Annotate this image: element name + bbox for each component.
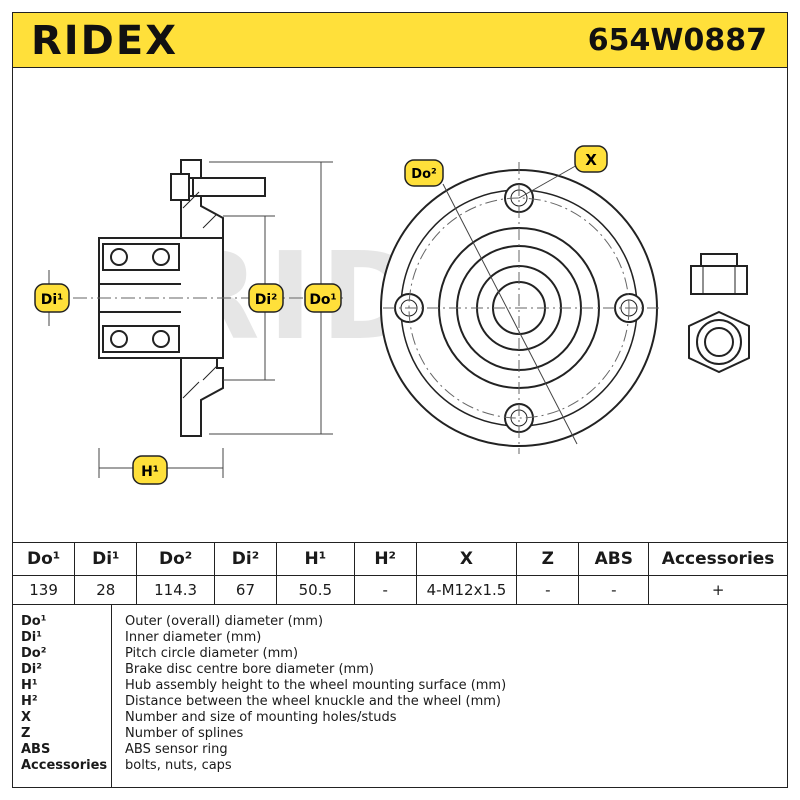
label-di2: Di² [248,283,284,313]
legend-text: bolts, nuts, caps [125,758,232,773]
spec-header-row: Do¹ Di¹ Do² Di² H¹ H² X Z ABS Accessorie… [11,542,788,576]
legend-key: Di¹ [21,630,42,645]
legend-key: X [21,710,32,725]
header-banner: RIDEX 654W0887 [12,12,788,68]
legend-key: Z [21,726,31,741]
legend-panel: Do¹ Outer (overall) diameter (mm) Di¹ In… [12,604,788,788]
label-x: X [574,145,608,173]
legend-key: H¹ [21,678,38,693]
legend-key: Do² [21,646,47,661]
technical-drawing: RIDEX [12,68,788,542]
col-header: Do² [136,542,215,576]
spec-table: Do¹ Di¹ Do² Di² H¹ H² X Z ABS Accessorie… [11,542,788,605]
legend-text: Outer (overall) diameter (mm) [125,614,324,629]
col-header: Accessories [648,542,788,576]
drawing-svg: RIDEX [34,145,750,485]
legend-key: Di² [21,662,42,677]
spec-value: 50.5 [276,575,355,605]
col-header: X [415,542,518,576]
label-do2: Do² [404,159,444,187]
svg-text:Do²: Do² [411,167,436,182]
legend-row: Do² Pitch circle diameter (mm) [13,646,787,662]
brand-logo: RIDEX [31,18,179,64]
legend-row: Do¹ Outer (overall) diameter (mm) [13,614,787,630]
spec-value-row: 139 28 114.3 67 50.5 - 4-M12x1.5 - - + [11,575,788,605]
spec-value: - [353,575,417,605]
legend-text: Number and size of mounting holes/studs [125,710,397,725]
label-di1: Di¹ [34,283,70,313]
col-header: H¹ [276,542,355,576]
spec-value: - [578,575,650,605]
legend-text: ABS sensor ring [125,742,228,757]
spec-value: 4-M12x1.5 [415,575,518,605]
legend-row: H² Distance between the wheel knuckle an… [13,694,787,710]
svg-text:H¹: H¹ [141,464,159,480]
spec-value: 114.3 [136,575,215,605]
svg-text:Di¹: Di¹ [41,292,64,308]
col-header: Di¹ [74,542,138,576]
nut-front-view [688,310,750,374]
spec-value: 28 [74,575,138,605]
legend-text: Number of splines [125,726,244,741]
legend-divider [111,604,112,787]
legend-row: Di¹ Inner diameter (mm) [13,630,787,646]
label-do1: Do¹ [304,283,342,313]
label-h1: H¹ [132,455,168,485]
legend-text: Distance between the wheel knuckle and t… [125,694,501,709]
spec-value: 139 [11,575,76,605]
svg-text:X: X [585,151,597,169]
legend-key: Accessories [21,758,108,773]
legend-key: H² [21,694,38,709]
svg-text:Di²: Di² [255,292,278,308]
legend-row: H¹ Hub assembly height to the wheel moun… [13,678,787,694]
spec-value: + [648,575,788,605]
legend-text: Inner diameter (mm) [125,630,262,645]
spec-value: 67 [213,575,278,605]
legend-key: Do¹ [21,614,47,629]
col-header: Do¹ [11,542,76,576]
legend-text: Brake disc centre bore diameter (mm) [125,662,374,677]
part-number: 654W0887 [587,23,767,58]
svg-text:Do¹: Do¹ [309,292,336,308]
col-header: H² [353,542,417,576]
legend-row: Accessories bolts, nuts, caps [13,758,787,774]
legend-key: ABS [21,742,51,757]
col-header: Di² [213,542,278,576]
legend-row: ABS ABS sensor ring [13,742,787,758]
legend-row: Di² Brake disc centre bore diameter (mm) [13,662,787,678]
col-header: ABS [578,542,650,576]
spec-value: - [516,575,580,605]
legend-row: X Number and size of mounting holes/stud… [13,710,787,726]
col-header: Z [516,542,580,576]
nut-side-view [690,253,748,295]
legend-text: Hub assembly height to the wheel mountin… [125,678,507,693]
legend-text: Pitch circle diameter (mm) [125,646,299,661]
legend-row: Z Number of splines [13,726,787,742]
